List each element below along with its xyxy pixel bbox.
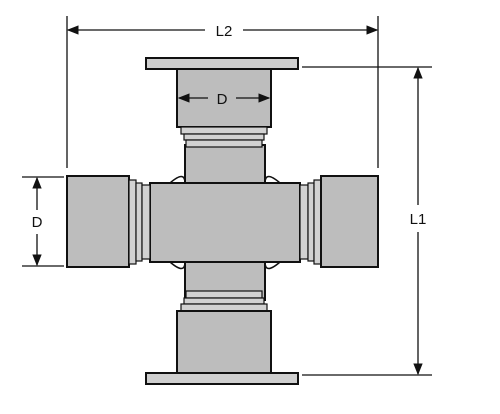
dimension-d-top: D (177, 91, 271, 108)
right-seal-ring (313, 179, 322, 265)
bottom-cup (176, 310, 272, 374)
left-seal-ring (128, 179, 137, 265)
dimension-d-left: D (22, 176, 64, 267)
d-left-label: D (32, 214, 43, 231)
left-seal-ring-2 (135, 182, 143, 262)
d-top-label: D (217, 91, 228, 108)
bottom-seal-ring (180, 303, 268, 312)
l1-label: L1 (410, 211, 427, 228)
left-cup (66, 175, 130, 268)
dimension-l1: L1 (302, 66, 432, 376)
top-seal-ring (180, 126, 268, 135)
right-seal-ring-3 (299, 184, 309, 260)
cross-body (149, 144, 301, 301)
left-seal-ring-3 (141, 184, 151, 260)
bottom-bearing-cap (145, 290, 299, 385)
right-cup (320, 175, 379, 268)
top-seal-ring-3 (185, 139, 263, 148)
l2-label: L2 (216, 23, 233, 40)
bottom-seal-ring-2 (183, 297, 265, 305)
top-flange (145, 57, 299, 70)
bottom-seal-ring-3 (185, 290, 263, 299)
right-seal-ring-2 (307, 182, 315, 262)
top-seal-ring-2 (183, 133, 265, 141)
left-bearing-cap (66, 175, 151, 268)
right-bearing-cap (299, 175, 379, 268)
bottom-flange (145, 372, 299, 385)
dimension-l2: L2 (66, 16, 379, 168)
top-bearing-cap (145, 57, 299, 148)
